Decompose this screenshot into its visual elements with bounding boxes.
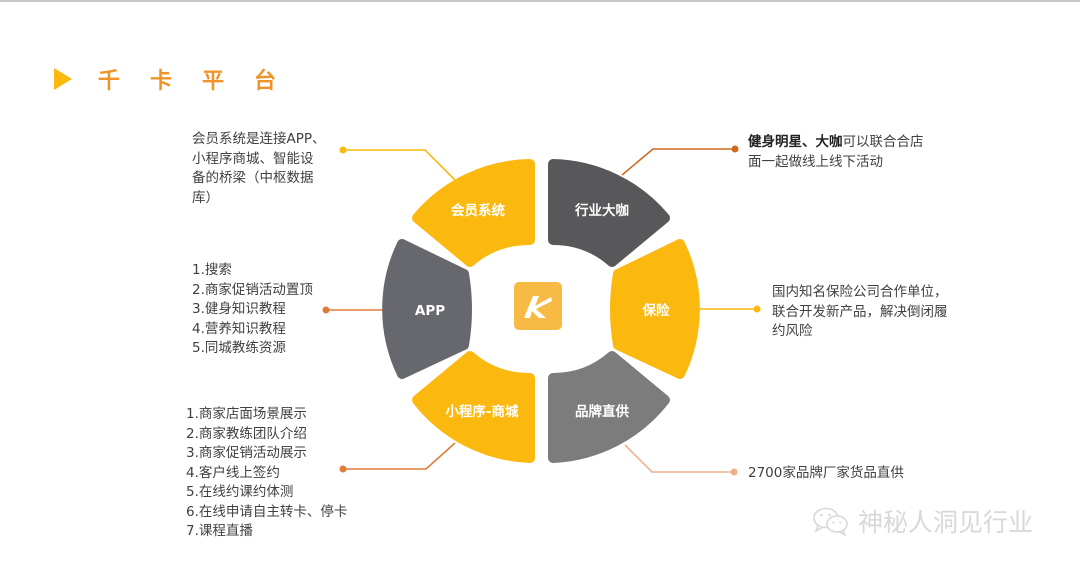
segment-label-industry: 行业大咖 <box>574 202 629 219</box>
note-app: 1.搜索 2.商家促销活动置顶 3.健身知识教程 4.营养知识教程 5.同城教练… <box>192 262 313 356</box>
connector-dot-insurance <box>753 305 761 313</box>
segment-brand[interactable] <box>548 351 670 463</box>
connector-dot-industry <box>731 145 739 153</box>
connector-membership <box>343 149 456 181</box>
watermark: 神秘人洞见行业 <box>812 503 1033 539</box>
note-brand: 2700家品牌厂家货品直供 <box>748 465 904 481</box>
connector-dot-miniprogram <box>339 465 347 473</box>
top-divider <box>0 0 1080 2</box>
segment-insurance[interactable] <box>610 239 700 379</box>
note-membership: 会员系统是连接APP、 小程序商城、智能设 备的桥梁（中枢数据 库） <box>192 131 326 206</box>
segment-label-miniprogram: 小程序-商城 <box>445 403 519 420</box>
note-insurance: 国内知名保险公司合作单位， 联合开发新产品，解决倒闭履 约风险 <box>772 284 948 339</box>
page-title-block: 千卡平台 <box>54 64 306 94</box>
page-title: 千卡平台 <box>98 69 307 94</box>
segment-miniprogram[interactable] <box>412 351 535 463</box>
segment-industry[interactable] <box>548 159 670 267</box>
connector-dot-brand <box>730 468 738 476</box>
connector-miniprogram <box>343 442 456 470</box>
watermark-text: 神秘人洞见行业 <box>858 508 1034 537</box>
segment-app[interactable] <box>382 239 472 379</box>
segment-label-membership: 会员系统 <box>451 202 505 219</box>
connector-brand <box>624 444 734 473</box>
segment-label-insurance: 保险 <box>642 302 671 319</box>
note-miniprogram: 1.商家店面场景展示 2.商家教练团队介绍 3.商家促销活动展示 4.客户线上签… <box>186 406 348 539</box>
connector-dot-app <box>322 306 330 314</box>
segment-label-brand: 品牌直供 <box>575 403 629 420</box>
connector-industry <box>621 148 735 176</box>
play-triangle-icon <box>54 68 72 90</box>
wechat-icon <box>813 507 848 536</box>
note-industry: 健身明星、大咖可以联合合店 面一起做线上线下活动 <box>748 134 924 170</box>
k-logo-icon <box>514 282 562 330</box>
segment-label-app: APP <box>415 303 445 319</box>
segment-membership[interactable] <box>412 159 535 267</box>
connector-dot-membership <box>339 146 347 154</box>
